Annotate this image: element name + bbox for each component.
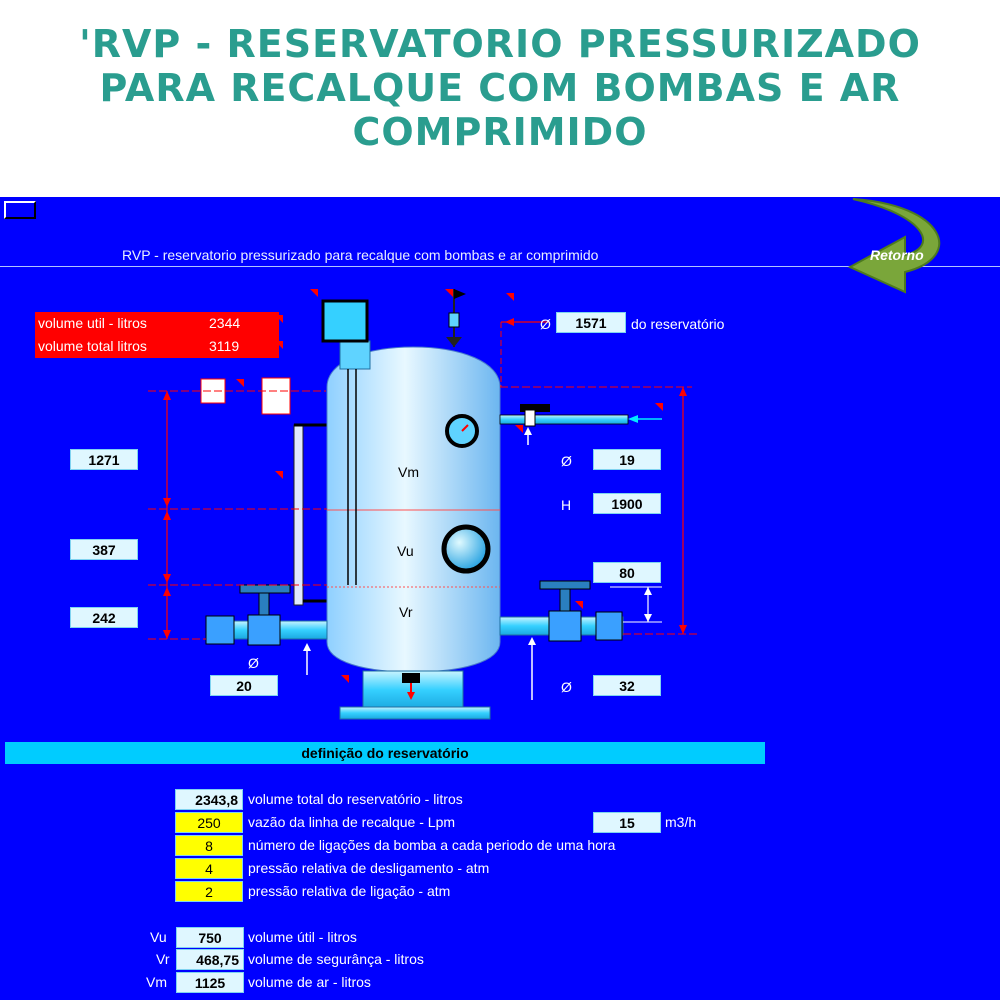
- sight-tube: [293, 424, 304, 606]
- header-divider: [0, 266, 1000, 267]
- top-valve-flag: [454, 289, 466, 299]
- height-cell[interactable]: 1900: [593, 493, 661, 514]
- control-box: [321, 299, 369, 343]
- flow-rate-input[interactable]: 250: [175, 812, 243, 833]
- volume-util-label: volume util - litros: [38, 315, 147, 331]
- volume-total-value: 3119: [209, 338, 240, 354]
- page-title-line-3: COMPRIMIDO: [352, 110, 648, 154]
- air-inlet-pipe: [499, 414, 629, 425]
- zone-label-vr: Vr: [399, 604, 413, 620]
- pump-cycles-input[interactable]: 8: [175, 835, 243, 856]
- result-value-vr[interactable]: 468,75: [176, 949, 244, 970]
- return-button[interactable]: Retorno: [845, 197, 960, 307]
- return-arrow-icon: [847, 198, 941, 294]
- definition-header: definição do reservatório: [5, 742, 765, 764]
- result-symbol-vm: Vm: [146, 974, 167, 990]
- dim-mid-cell[interactable]: 387: [70, 539, 138, 560]
- result-symbol-vr: Vr: [156, 951, 170, 967]
- diameter-symbol: Ø: [540, 316, 551, 332]
- volume-util-value: 2344: [209, 315, 241, 331]
- tank-diagram: [148, 289, 700, 720]
- result-label-vm: volume de ar - litros: [248, 974, 371, 990]
- volume-total-label: volume total litros: [38, 338, 147, 354]
- diameter-suffix: do reservatório: [631, 316, 725, 332]
- result-value-vm[interactable]: 1125: [176, 972, 244, 993]
- start-pressure-label: pressão relativa de ligação - atm: [248, 883, 451, 899]
- sight-glass: [441, 524, 491, 574]
- flow-m3h-cell[interactable]: 15: [593, 812, 661, 833]
- left-pipe-diameter-cell[interactable]: 20: [210, 675, 278, 696]
- return-label: Retorno: [870, 247, 924, 263]
- volume-summary-box: volume util - litros 2344 volume total l…: [35, 312, 279, 358]
- left-valve-handle: [239, 584, 291, 594]
- tank-diameter-cell[interactable]: 1571: [556, 312, 626, 333]
- right-pipe-diameter-cell[interactable]: 32: [593, 675, 661, 696]
- right-pipe-diameter-symbol: Ø: [561, 679, 572, 695]
- dim-top-cell[interactable]: 1271: [70, 449, 138, 470]
- left-pipe-diameter-symbol: Ø: [248, 655, 259, 671]
- page-title-line-1: 'RVP - RESERVATORIO PRESSURIZADO: [79, 22, 921, 66]
- result-label-vu: volume útil - litros: [248, 929, 357, 945]
- result-value-vu[interactable]: 750: [176, 927, 244, 948]
- height-label: H: [561, 497, 572, 513]
- flow-unit-label: m3/h: [665, 814, 697, 830]
- page-title: 'RVP - RESERVATORIO PRESSURIZADO PARA RE…: [0, 22, 1000, 154]
- total-volume-cell[interactable]: 2343,8: [175, 789, 243, 810]
- flow-rate-label: vazão da linha de recalque - Lpm: [248, 814, 456, 830]
- zone-label-vm: Vm: [398, 464, 419, 480]
- dim-bottom-cell[interactable]: 242: [70, 607, 138, 628]
- offset-cell[interactable]: 80: [593, 562, 661, 583]
- shutoff-pressure-input[interactable]: 4: [175, 858, 243, 879]
- zone-label-vu: Vu: [397, 543, 414, 559]
- inlet-diameter-cell[interactable]: 19: [593, 449, 661, 470]
- page-title-line-2: PARA RECALQUE COM BOMBAS E AR: [99, 66, 901, 110]
- spreadsheet-sheet: RVP - reservatorio pressurizado para rec…: [0, 197, 1000, 1000]
- pump-cycles-label: número de ligações da bomba a cada perio…: [248, 837, 616, 853]
- inlet-diameter-symbol: Ø: [561, 453, 572, 469]
- marker-box-large: [261, 377, 291, 415]
- start-pressure-input[interactable]: 2: [175, 881, 243, 902]
- right-valve-handle: [539, 580, 591, 590]
- shutoff-pressure-label: pressão relativa de desligamento - atm: [248, 860, 490, 876]
- result-label-vr: volume de segurânça - litros: [248, 951, 424, 967]
- result-symbol-vu: Vu: [150, 929, 167, 945]
- cell-selector[interactable]: [4, 201, 36, 219]
- sheet-subtitle: RVP - reservatorio pressurizado para rec…: [122, 247, 599, 263]
- total-volume-label: volume total do reservatório - litros: [248, 791, 463, 807]
